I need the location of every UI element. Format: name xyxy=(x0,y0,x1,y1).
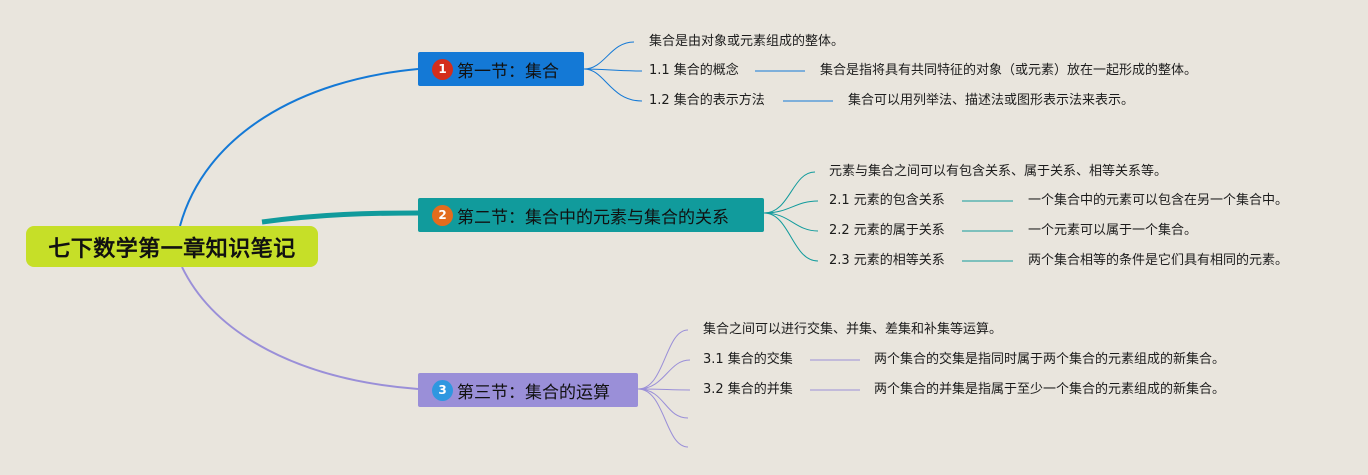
leaf-1-2[interactable]: 1.2 集合的表示方法 xyxy=(649,93,765,108)
leaf-2-0[interactable]: 元素与集合之间可以有包含关系、属于关系、相等关系等。 xyxy=(829,164,1168,179)
edge-root-branch2 xyxy=(261,210,419,225)
leaf-1-1[interactable]: 1.1 集合的概念 xyxy=(649,63,739,78)
branch-node-3[interactable]: 3 第三节：集合的运算 xyxy=(418,373,638,407)
edges-branch3 xyxy=(637,329,860,448)
leaf-3-1-detail[interactable]: 两个集合的交集是指同时属于两个集合的元素组成的新集合。 xyxy=(874,352,1226,367)
root-title: 七下数学第一章知识笔记 xyxy=(48,236,296,262)
branch-node-2[interactable]: 2 第二节：集合中的元素与集合的关系 xyxy=(418,198,764,232)
leaf-2-1[interactable]: 2.1 元素的包含关系 xyxy=(829,193,945,208)
branch-node-1[interactable]: 1 第一节：集合 xyxy=(418,52,584,86)
branch-title: 第一节：集合 xyxy=(457,61,559,82)
leaf-2-3-detail[interactable]: 两个集合相等的条件是它们具有相同的元素。 xyxy=(1028,253,1289,268)
leaf-2-1-detail[interactable]: 一个集合中的元素可以包含在另一个集合中。 xyxy=(1028,193,1289,208)
leaf-1-1-detail[interactable]: 集合是指将具有共同特征的对象（或元素）放在一起形成的整体。 xyxy=(820,63,1198,78)
leaf-3-1[interactable]: 3.1 集合的交集 xyxy=(703,352,793,367)
branch-number-badge: 2 xyxy=(432,204,453,226)
leaf-3-2-detail[interactable]: 两个集合的并集是指属于至少一个集合的元素组成的新集合。 xyxy=(874,382,1226,397)
leaf-1-2-detail[interactable]: 集合可以用列举法、描述法或图形表示法来表示。 xyxy=(848,93,1135,108)
leaf-2-2[interactable]: 2.2 元素的属于关系 xyxy=(829,223,945,238)
branch-number-badge: 3 xyxy=(432,379,453,401)
edges-branch1 xyxy=(583,41,833,102)
leaf-2-2-detail[interactable]: 一个元素可以属于一个集合。 xyxy=(1028,223,1198,238)
branch-number-badge: 1 xyxy=(432,58,453,80)
leaf-1-0[interactable]: 集合是由对象或元素组成的整体。 xyxy=(649,34,845,49)
branch-title: 第三节：集合的运算 xyxy=(457,382,610,403)
edges-branch2 xyxy=(763,171,1013,262)
leaf-3-2[interactable]: 3.2 集合的并集 xyxy=(703,382,793,397)
leaf-2-3[interactable]: 2.3 元素的相等关系 xyxy=(829,253,945,268)
edge-root-branch3 xyxy=(181,266,419,390)
root-node[interactable]: 七下数学第一章知识笔记 xyxy=(26,226,318,267)
branch-title: 第二节：集合中的元素与集合的关系 xyxy=(457,207,729,228)
edge-root-branch1 xyxy=(179,68,419,227)
leaf-3-0[interactable]: 集合之间可以进行交集、并集、差集和补集等运算。 xyxy=(703,322,1003,337)
